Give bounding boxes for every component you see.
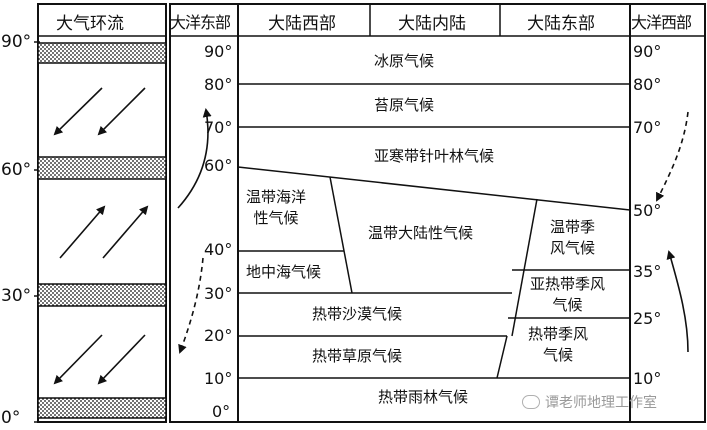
header-atmospheric-circulation: 大气环流 [56, 14, 124, 34]
zone-subtropical-monsoon-line2: 气候 [552, 296, 583, 314]
current-arrow-cold [178, 257, 204, 354]
zone-temperate-maritime-line1: 温带海洋 [246, 188, 307, 206]
ocean-east-lat-label: 60° [204, 156, 233, 175]
watermark-text: 谭老师地理工作室 [545, 395, 657, 411]
pressure-belt-polar-high [37, 42, 167, 64]
left-axis-label: 30° [1, 286, 32, 306]
pressure-belt-subpolar-low [37, 156, 167, 180]
header-continent-west: 大陆西部 [268, 14, 336, 34]
pressure-belt-subtropical-high [37, 283, 167, 307]
zone-temperate-monsoon: 温带季 风气候 [550, 217, 595, 259]
ocean-east-lat-label: 20° [204, 326, 233, 345]
zone-temperate-continental: 温带大陆性气候 [368, 224, 474, 242]
ocean-west-lat-label: 80° [633, 75, 662, 94]
wechat-icon [522, 395, 540, 409]
header-continent-east: 大陆东部 [527, 14, 595, 34]
ocean-east-lat-label: 30° [204, 284, 233, 303]
watermark: 谭老师地理工作室 [522, 392, 657, 412]
zone-temperate-monsoon-line2: 风气候 [550, 239, 596, 257]
wind-arrow [59, 205, 106, 259]
ocean-west-lat-label: 25° [633, 309, 662, 328]
left-axis-label: 90° [1, 32, 32, 52]
header-ocean-west: 大洋西部 [631, 13, 692, 32]
header-continent-interior: 大陆内陆 [398, 14, 466, 34]
ocean-west-lat-label: 10° [633, 369, 662, 388]
zone-tundra: 苔原气候 [374, 96, 435, 114]
left-axis-label: 0° [1, 408, 21, 428]
ocean-west-lat-label: 50° [633, 201, 662, 220]
ocean-east-lat-label: 0° [212, 402, 231, 421]
zone-tropical-monsoon: 热带季风 气候 [528, 324, 588, 366]
ocean-east-lat-label: 40° [204, 240, 233, 259]
zone-temperate-monsoon-line1: 温带季 [550, 218, 596, 236]
zone-subarctic-coniferous: 亚寒带针叶林气候 [374, 147, 495, 165]
ocean-east-panel [169, 3, 239, 423]
ocean-east-lat-label: 10° [204, 369, 233, 388]
zone-tropical-monsoon-line2: 气候 [543, 346, 574, 364]
wind-arrow [97, 87, 146, 136]
wind-arrow [102, 205, 149, 259]
zone-tropical-desert: 热带沙漠气候 [312, 305, 403, 323]
ocean-west-lat-label: 35° [633, 262, 662, 281]
wind-arrow [53, 87, 103, 136]
ocean-west-lat-label: 70° [633, 118, 662, 137]
zone-subtropical-monsoon-line1: 亚热带季风 [530, 275, 606, 293]
zone-tropical-grassland: 热带草原气候 [312, 347, 403, 365]
zone-ice-cap: 冰原气候 [374, 52, 435, 70]
zone-temperate-maritime: 温带海洋 性气候 [246, 187, 306, 229]
wind-arrow [97, 334, 146, 385]
zone-tropical-rainforest: 热带雨林气候 [378, 388, 469, 406]
current-arrow-cold [656, 111, 689, 202]
ocean-east-lat-label: 70° [204, 118, 233, 137]
wind-arrow [53, 334, 103, 385]
header-ocean-east: 大洋东部 [170, 13, 231, 32]
zone-subtropical-monsoon: 亚热带季风 气候 [530, 274, 605, 316]
current-arrow-warm [177, 108, 212, 209]
ocean-east-lat-label: 90° [204, 42, 233, 61]
zone-mediterranean: 地中海气候 [246, 263, 322, 281]
ocean-east-lat-label: 80° [204, 75, 233, 94]
ocean-west-lat-label: 90° [633, 42, 662, 61]
ocean-west-panel [629, 3, 706, 423]
zone-tropical-monsoon-line1: 热带季风 [528, 325, 589, 343]
current-arrow-warm [666, 250, 689, 353]
left-axis-label: 60° [1, 160, 32, 180]
zone-temperate-maritime-line2: 性气候 [253, 209, 299, 227]
pressure-belt-equatorial-low [37, 397, 167, 419]
atmospheric-circulation-panel [37, 3, 167, 423]
